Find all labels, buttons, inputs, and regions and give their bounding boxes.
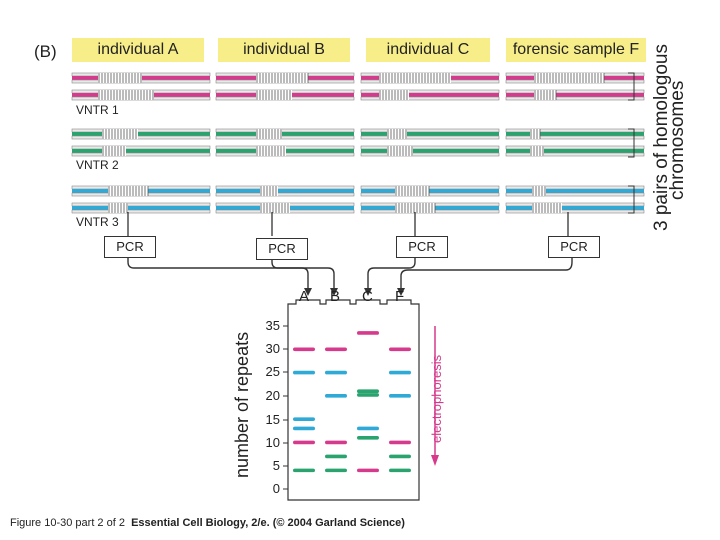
y-tick-30: 30 [265, 341, 280, 356]
y-tick-35: 35 [265, 318, 280, 333]
gel-band-f-20 [389, 394, 411, 398]
chromosome-vntr3-a-2 [71, 202, 211, 214]
y-tick-0: 0 [272, 481, 280, 496]
y-tick-5: 5 [272, 458, 280, 473]
caption-source: Essential Cell Biology, 2/e. (© 2004 Gar… [131, 517, 405, 529]
pcr-box-c: PCR [396, 236, 448, 258]
chromosome-vntr2-f-2 [505, 145, 645, 157]
gel-band-c-12 [357, 331, 379, 335]
individual-a-label: individual A [72, 38, 204, 62]
caption-prefix: Figure 10-30 part 2 of 2 [10, 517, 125, 529]
vntr3-label: VNTR 3 [76, 215, 119, 229]
y-axis-label: number of repeats [232, 331, 252, 478]
individual-c-label: individual C [366, 38, 490, 62]
chromosome-vntr2-c-1 [360, 128, 500, 140]
chromosome-vntr3-c-1 [360, 185, 500, 197]
gel-band-a-3 [293, 426, 315, 431]
chromosome-vntr1-f-2 [505, 89, 645, 101]
gel-band-b-10 [325, 454, 347, 459]
gel-bands [293, 331, 411, 473]
gel-band-b-8 [325, 394, 347, 398]
gel-band-f-23 [389, 468, 411, 473]
figure-caption: Figure 10-30 part 2 of 2 Essential Cell … [10, 517, 405, 529]
chromosome-vntr3-f-2 [505, 202, 645, 214]
vntr1-label: VNTR 1 [76, 103, 119, 117]
chromosome-vntr1-c-1 [360, 72, 500, 84]
electrophoresis-arrowhead [431, 455, 439, 466]
gel-band-b-6 [325, 347, 347, 352]
homolog-brackets [628, 72, 635, 214]
chromosome-vntr2-c-2 [360, 145, 500, 157]
lane-label-c: C [362, 288, 373, 305]
lane-label-b: B [330, 288, 341, 305]
y-tick-15: 15 [265, 412, 280, 427]
lane-label-f: F [395, 288, 405, 305]
gel-band-a-4 [293, 440, 315, 445]
gel-band-b-7 [325, 370, 347, 375]
pcr-arrows [127, 256, 573, 292]
electrophoresis-label: electrophoresis [429, 354, 444, 443]
chromosome-vntr3-a-1 [71, 185, 211, 197]
chromosome-vntr3-f-1 [505, 185, 645, 197]
chromosome-vntr2-b-2 [215, 145, 355, 157]
pcr-connectors [127, 212, 569, 236]
panel-label: (B) [34, 42, 57, 61]
pcr-box-b: PCR [256, 238, 308, 260]
chromosome-vntr1-a-2 [71, 89, 211, 101]
gel-band-c-15 [357, 426, 379, 431]
gel-band-f-19 [389, 370, 411, 375]
gel-band-b-11 [325, 468, 347, 473]
chromosome-vntr1-b-1 [215, 72, 355, 84]
gel-band-f-18 [389, 347, 411, 352]
chromosome-vntr3-b-1 [215, 185, 355, 197]
gel-band-a-5 [293, 468, 315, 473]
chromosome-vntr3-b-2 [215, 202, 355, 214]
y-tick-10: 10 [265, 435, 280, 450]
chromosome-vntr3-c-2 [360, 202, 500, 214]
gel-band-c-17 [357, 468, 379, 473]
chromosome-vntr2-a-1 [71, 128, 211, 140]
chromosome-vntr1-b-2 [215, 89, 355, 101]
pcr-box-f: PCR [548, 236, 600, 258]
chromosome-vntr1-f-1 [505, 72, 645, 84]
gel-band-c-16 [357, 435, 379, 440]
chromosome-vntr2-a-2 [71, 145, 211, 157]
chromosome-pairs [71, 72, 645, 214]
forensic-sample-f-label: forensic sample F [506, 38, 646, 62]
gel-band-b-9 [325, 440, 347, 445]
chromosome-vntr1-a-1 [71, 72, 211, 84]
gel-band-c-13 [357, 389, 379, 393]
chromosome-vntr1-c-2 [360, 89, 500, 101]
pcr-box-a: PCR [104, 236, 156, 258]
gel-band-a-1 [293, 370, 315, 375]
y-tick-25: 25 [265, 364, 280, 379]
y-tick-20: 20 [265, 388, 280, 403]
side-label-line2: chromosomes [667, 80, 688, 200]
pcr-arrowheads [304, 288, 405, 296]
gel-band-a-2 [293, 417, 315, 421]
chromosome-vntr2-f-1 [505, 128, 645, 140]
gel-outline [287, 299, 420, 501]
gel-band-f-21 [389, 440, 411, 445]
lane-label-a: A [299, 288, 310, 305]
gel-band-f-22 [389, 454, 411, 459]
gel-ticks [283, 325, 288, 490]
vntr2-label: VNTR 2 [76, 158, 119, 172]
individual-b-label: individual B [218, 38, 350, 62]
chromosome-vntr2-b-1 [215, 128, 355, 140]
gel-band-c-14 [357, 393, 379, 397]
gel-band-a-0 [293, 347, 315, 352]
